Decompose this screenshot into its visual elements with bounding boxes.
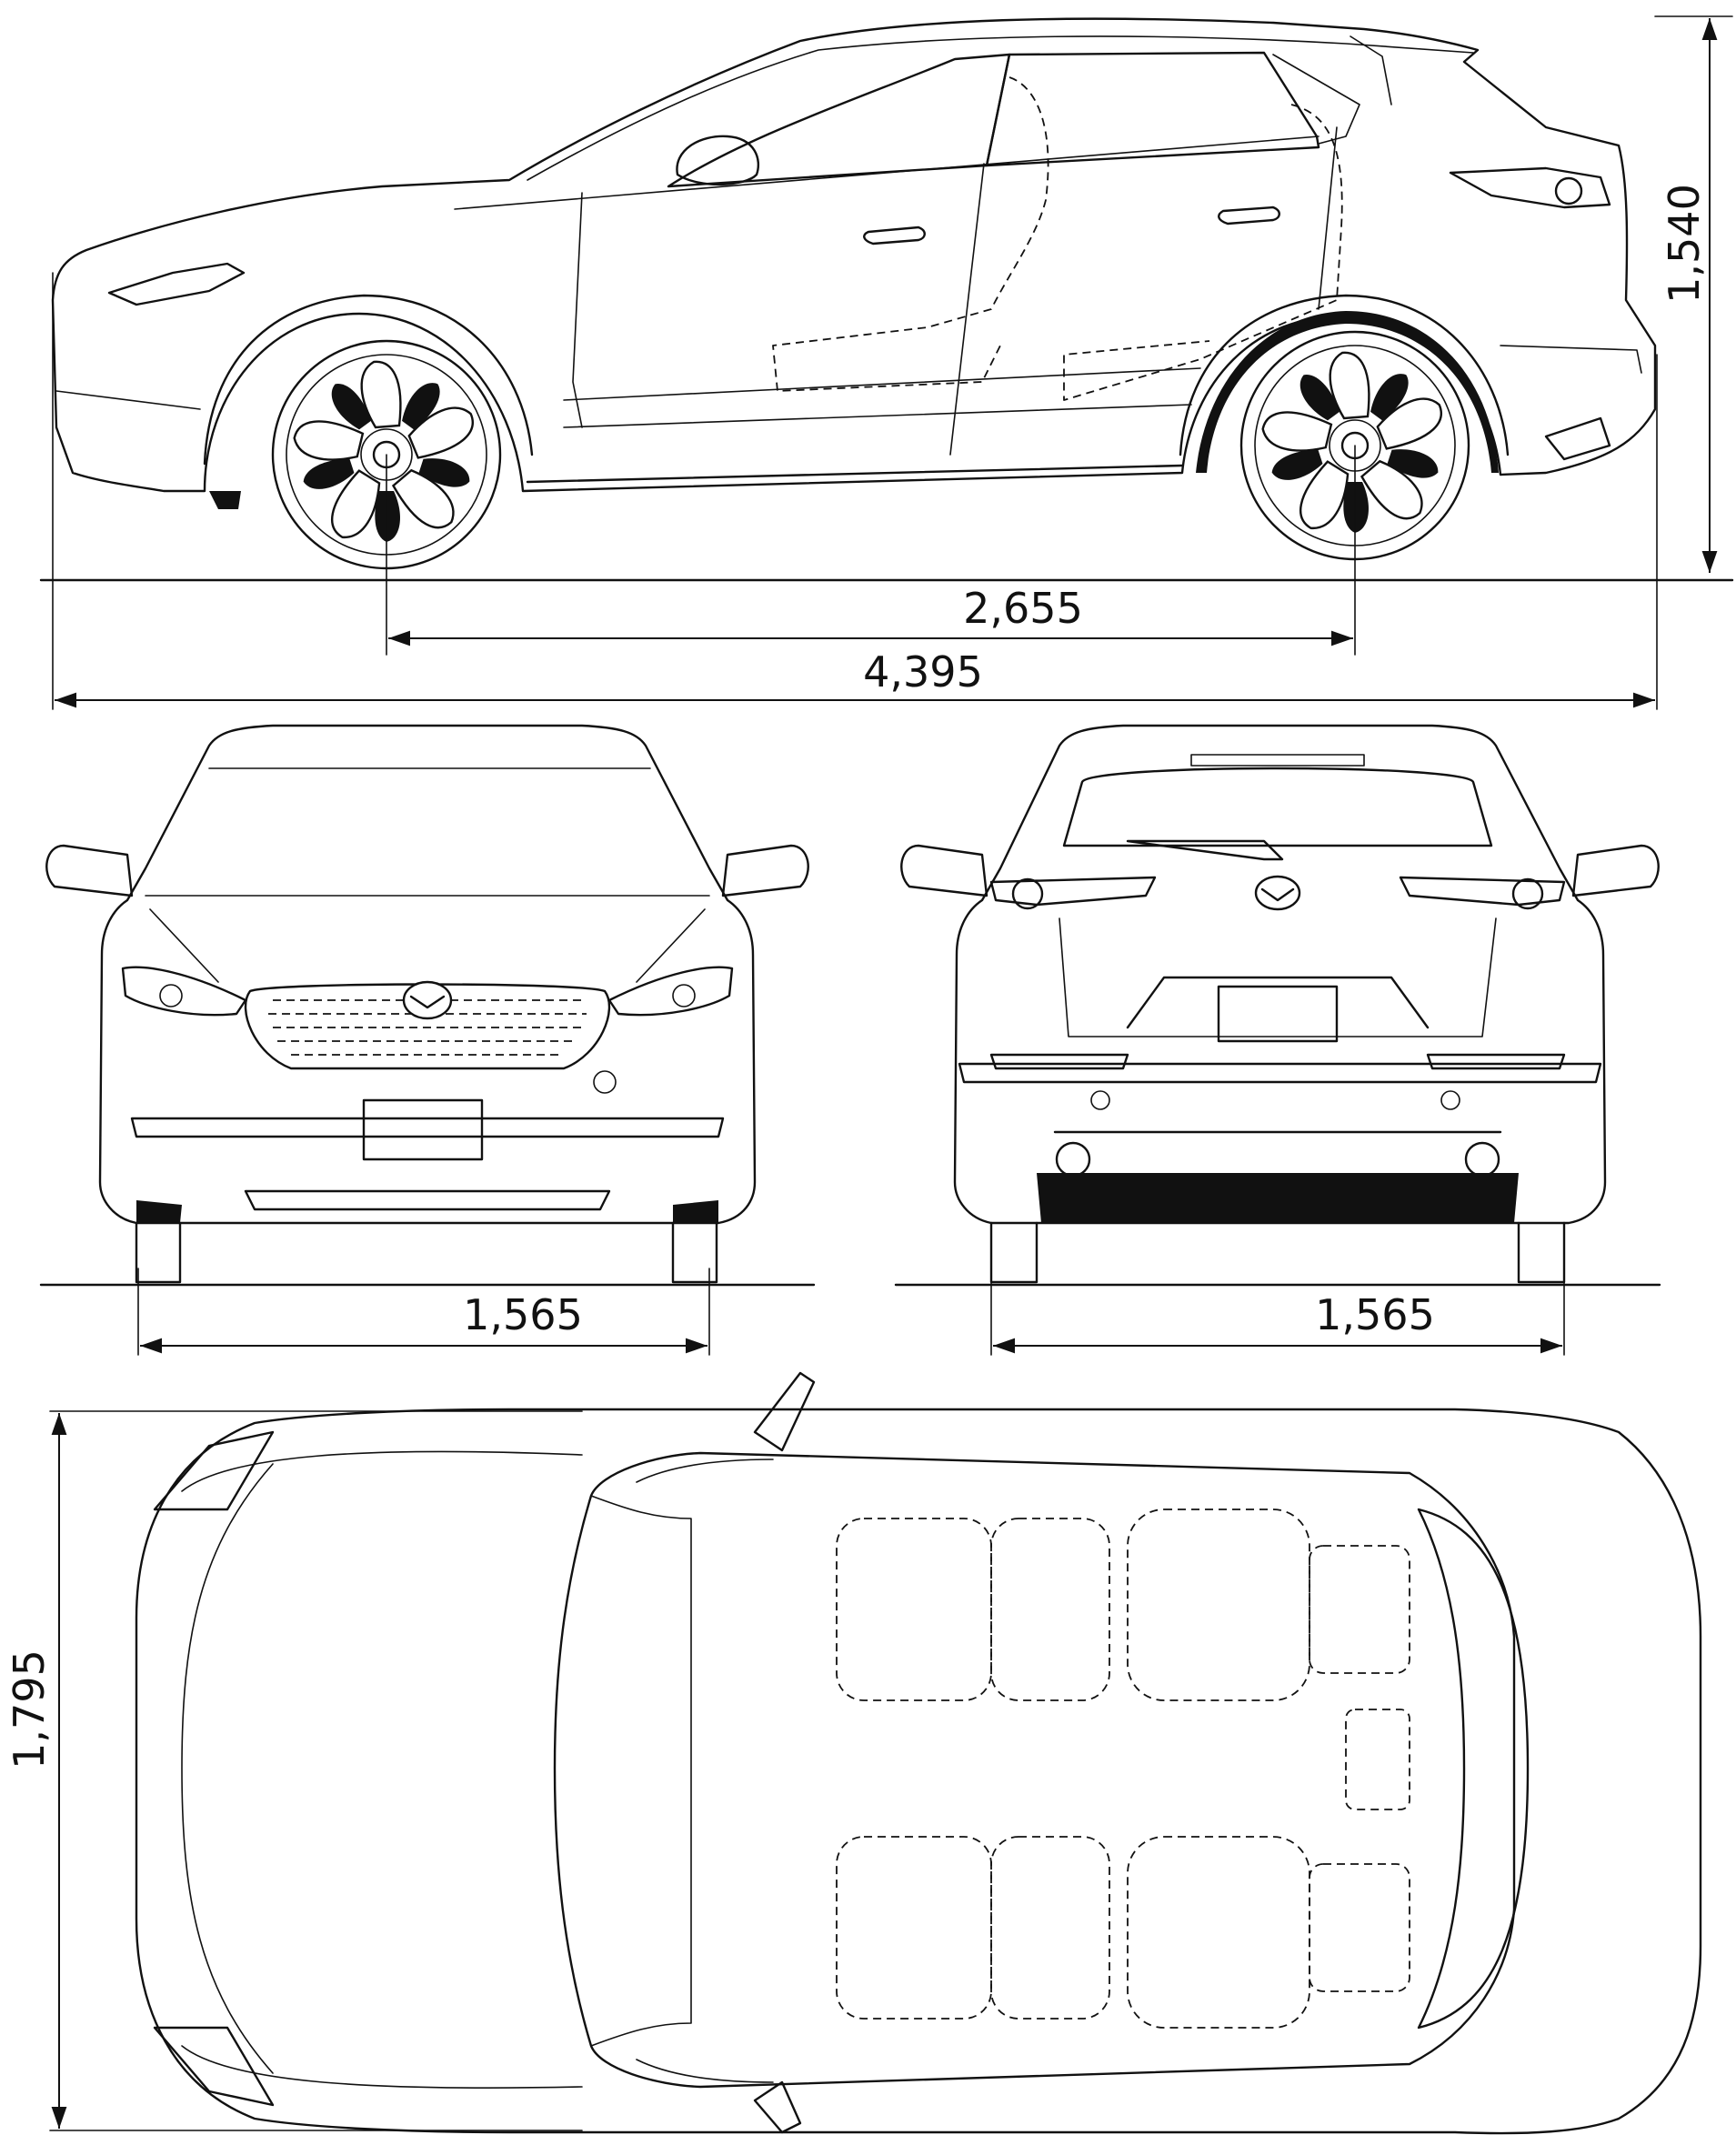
rear-body-outline bbox=[953, 724, 1607, 1225]
front-left-mirror-icon bbox=[45, 844, 134, 897]
front-license-plate bbox=[362, 1098, 484, 1161]
rear-left-taillight-icon bbox=[989, 876, 1157, 907]
height-dimension-label: 1,540 bbox=[1660, 184, 1709, 304]
rear-left-mirror-icon bbox=[900, 844, 988, 897]
rear-license-plate bbox=[1217, 985, 1339, 1043]
front-track-dimension-label: 1,565 bbox=[463, 1290, 583, 1339]
length-dimension-label: 4,395 bbox=[863, 647, 983, 697]
rear-right-mirror-icon bbox=[1571, 844, 1660, 897]
front-mazda-logo-icon bbox=[402, 980, 453, 1020]
side-view bbox=[39, 17, 1734, 582]
rear-mazda-logo-icon bbox=[1254, 875, 1301, 911]
side-mirror-icon bbox=[676, 135, 760, 186]
top-right-headlight-icon bbox=[153, 2026, 275, 2107]
front-right-headlight-icon bbox=[607, 966, 734, 1017]
top-left-mirror-icon bbox=[753, 1371, 816, 1452]
front-grille bbox=[244, 983, 611, 1070]
front-right-mirror-icon bbox=[721, 844, 809, 897]
rear-door-handle bbox=[1218, 205, 1280, 226]
rear-track-dimension-label: 1,565 bbox=[1315, 1290, 1435, 1339]
rear-view bbox=[894, 724, 1661, 1287]
side-body-outline bbox=[51, 17, 1657, 493]
top-left-headlight-icon bbox=[153, 1430, 275, 1511]
dimension-lines bbox=[49, 15, 1733, 2131]
rear-right-taillight-icon bbox=[1399, 876, 1566, 907]
front-left-headlight-icon bbox=[121, 966, 247, 1017]
side-taillight-icon bbox=[1449, 166, 1611, 209]
side-headlight-icon bbox=[107, 262, 246, 306]
top-view bbox=[135, 1371, 1702, 2135]
front-body-outline bbox=[98, 724, 757, 1225]
rear-window bbox=[1062, 767, 1493, 847]
top-body-outline bbox=[135, 1408, 1702, 2135]
front-door-handle bbox=[863, 226, 926, 246]
wheelbase-dimension-label: 2,655 bbox=[963, 584, 1083, 633]
front-view bbox=[39, 724, 816, 1287]
top-right-mirror-icon bbox=[753, 2080, 802, 2134]
width-dimension-label: 1,795 bbox=[5, 1649, 54, 1769]
